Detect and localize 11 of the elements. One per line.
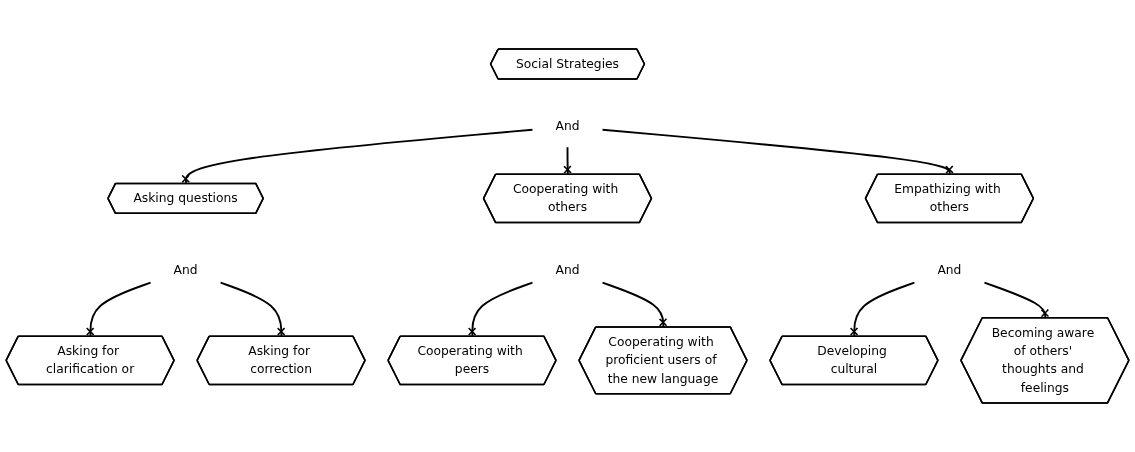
- connector: [849, 281, 916, 338]
- connector: [467, 281, 534, 338]
- node-text: And: [173, 262, 198, 278]
- connector: [563, 146, 572, 176]
- connector: [85, 281, 152, 338]
- node-text: And: [937, 262, 962, 278]
- node-text: And: [555, 118, 580, 134]
- connector: [601, 128, 954, 176]
- node-text: And: [555, 262, 580, 278]
- connector: [181, 128, 534, 185]
- connector: [219, 281, 286, 338]
